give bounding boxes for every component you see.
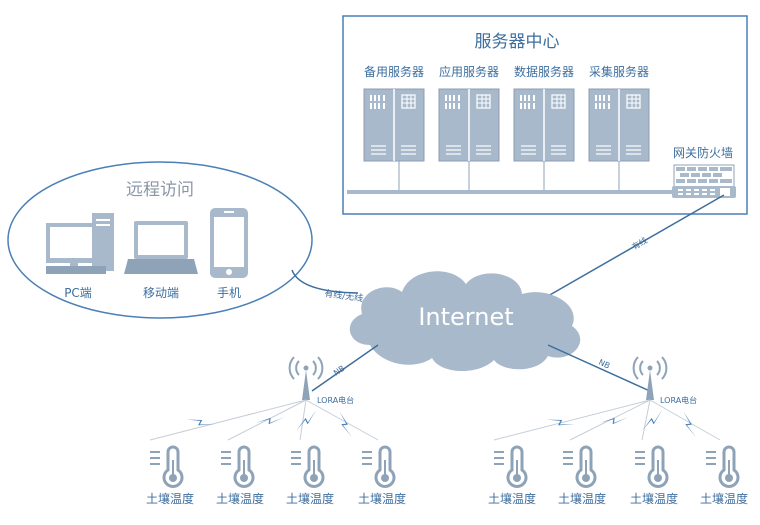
antenna-icon bbox=[632, 356, 668, 401]
wireless-bolt-icon bbox=[642, 406, 663, 434]
thermometer-icon bbox=[561, 445, 597, 488]
server-cabinet-icon bbox=[588, 88, 650, 162]
firewall-icon bbox=[672, 164, 736, 198]
wired-wireless-label: 有线/无线 bbox=[324, 287, 364, 304]
wireless-bolt-icon bbox=[296, 406, 317, 434]
wireless-bolt-icon bbox=[599, 405, 629, 435]
phone-icon bbox=[210, 208, 248, 278]
device-label: PC端 bbox=[64, 286, 92, 300]
sensor-label: 土壤温度 bbox=[558, 491, 606, 506]
sensor-label: 土壤温度 bbox=[146, 491, 194, 506]
server-cabinet-icon bbox=[363, 88, 425, 162]
firewall-label: 网关防火墙 bbox=[673, 145, 733, 160]
server-label: 应用服务器 bbox=[439, 64, 499, 79]
server-label: 数据服务器 bbox=[514, 64, 574, 79]
server-cabinet-icon bbox=[438, 88, 500, 162]
wireless-bolt-icon bbox=[255, 405, 285, 435]
nb-link-left bbox=[311, 344, 379, 392]
nb-link-right bbox=[547, 344, 653, 393]
thermometer-icon bbox=[633, 445, 669, 488]
pc-icon bbox=[46, 213, 114, 274]
network-bus bbox=[347, 190, 675, 194]
sensor-label: 土壤温度 bbox=[630, 491, 678, 506]
antenna-icon bbox=[288, 356, 324, 401]
sensor-label: 土壤温度 bbox=[358, 491, 406, 506]
wired-wireless-link bbox=[291, 269, 359, 294]
remote-access-group bbox=[7, 161, 313, 319]
station-label: LORA电台 bbox=[317, 395, 354, 405]
thermometer-icon bbox=[289, 445, 325, 488]
wireless-bolt-icon bbox=[331, 411, 361, 438]
server-label: 采集服务器 bbox=[589, 64, 649, 79]
wireless-bolt-icon bbox=[186, 409, 216, 435]
nb-label-right: NB bbox=[597, 358, 611, 371]
device-label: 移动端 bbox=[143, 286, 179, 300]
internet-cloud bbox=[349, 271, 581, 372]
thermometer-icon bbox=[219, 445, 255, 488]
thermometer-icon bbox=[360, 445, 396, 488]
thermometer-icon bbox=[704, 445, 740, 488]
sensor-label: 土壤温度 bbox=[216, 491, 264, 506]
sensor-label: 土壤温度 bbox=[700, 491, 748, 506]
sensor-label: 土壤温度 bbox=[286, 491, 334, 506]
thermometer-icon bbox=[148, 445, 184, 488]
wireless-bolt-icon bbox=[546, 409, 576, 435]
wireless-bolt-icon bbox=[675, 411, 705, 438]
laptop-icon bbox=[124, 221, 198, 274]
wired-link bbox=[547, 194, 725, 297]
server-center-title: 服务器中心 bbox=[475, 32, 560, 52]
server-center-box bbox=[342, 15, 748, 215]
wired-link-label: 有线 bbox=[630, 235, 649, 252]
internet-label: Internet bbox=[418, 303, 513, 331]
device-label: 手机 bbox=[217, 286, 241, 300]
server-label: 备用服务器 bbox=[364, 64, 424, 79]
thermometer-icon bbox=[492, 445, 528, 488]
sensor-label: 土壤温度 bbox=[488, 491, 536, 506]
station-label: LORA电台 bbox=[660, 395, 697, 405]
server-cabinet-icon bbox=[513, 88, 575, 162]
remote-access-title: 远程访问 bbox=[126, 180, 194, 200]
